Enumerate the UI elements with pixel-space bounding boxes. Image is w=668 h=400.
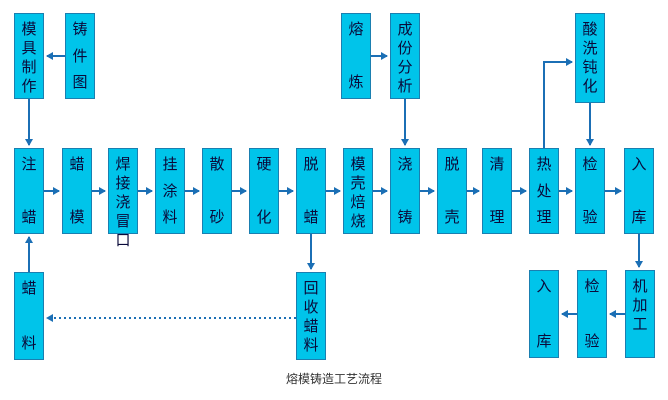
node-warehouse-1: 入库 bbox=[624, 148, 654, 234]
node-sanding: 散砂 bbox=[202, 148, 232, 234]
node-dewaxing: 脱蜡 bbox=[296, 148, 326, 234]
node-casting-drawing: 铸件图 bbox=[65, 13, 95, 99]
node-cleaning: 清理 bbox=[482, 148, 512, 234]
diagram-caption: 熔模铸造工艺流程 bbox=[285, 372, 382, 386]
arrow-heat-treatment-to-pickling bbox=[543, 58, 573, 148]
node-shell-removal: 脱壳 bbox=[437, 148, 467, 234]
node-pickling-passivation: 酸洗钝化 bbox=[575, 13, 605, 103]
node-coating: 挂涂料 bbox=[155, 148, 185, 234]
node-hardening: 硬化 bbox=[249, 148, 279, 234]
node-smelting: 熔炼 bbox=[341, 13, 371, 99]
node-composition-analysis: 成份分析 bbox=[390, 13, 420, 99]
node-pouring: 浇铸 bbox=[390, 148, 420, 234]
node-mold-making: 模具制作 bbox=[14, 13, 44, 99]
node-shell-baking: 模壳焙烧 bbox=[343, 148, 373, 234]
node-wax-injection: 注蜡 bbox=[14, 148, 44, 234]
node-wax-material: 蜡料 bbox=[14, 272, 44, 360]
node-wax-pattern: 蜡模 bbox=[62, 148, 92, 234]
node-weld-sprue: 焊接浇冒口 bbox=[108, 148, 138, 249]
node-machining: 机加工 bbox=[625, 270, 655, 358]
node-warehouse-2: 入库 bbox=[529, 270, 559, 358]
node-wax-recovery: 回收蜡料 bbox=[296, 272, 326, 360]
node-heat-treatment: 热处理 bbox=[529, 148, 559, 234]
node-inspection-2: 检验 bbox=[577, 270, 607, 358]
node-inspection-1: 检验 bbox=[575, 148, 605, 234]
